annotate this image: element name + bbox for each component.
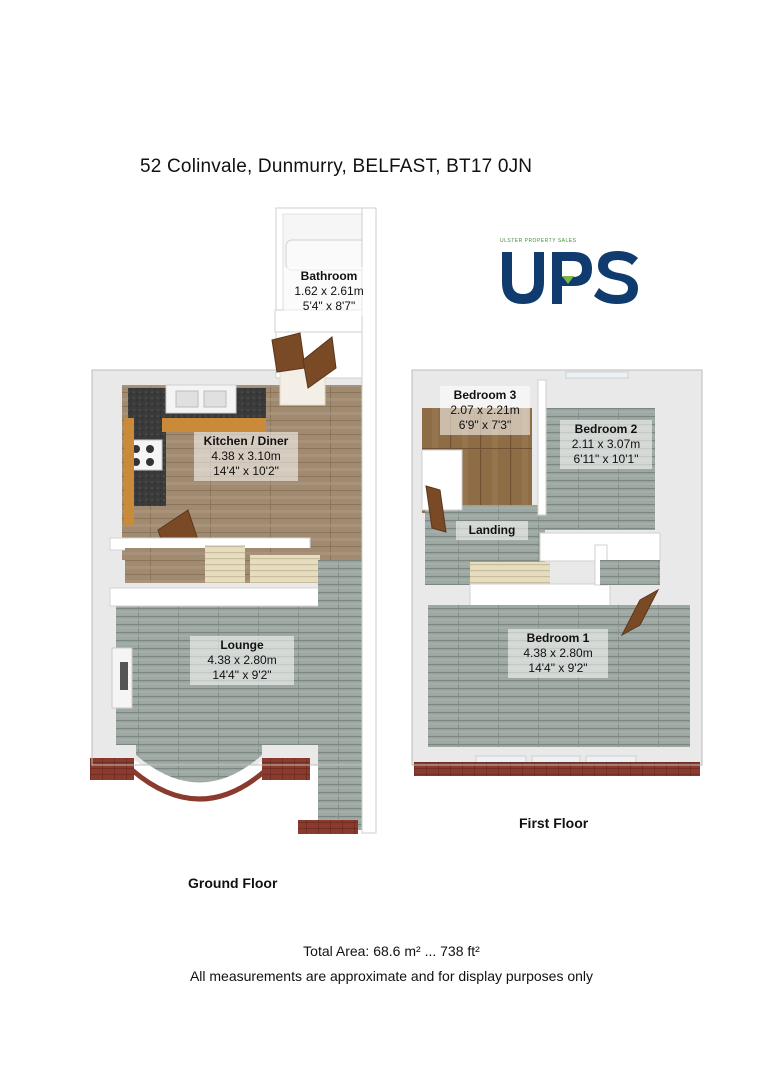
room-metric: 4.38 x 3.10m <box>211 449 281 463</box>
property-address: 52 Colinvale, Dunmurry, BELFAST, BT17 0J… <box>140 156 533 177</box>
room-name: Bedroom 3 <box>453 388 517 402</box>
room-label-kitchen-diner: Kitchen / Diner 4.38 x 3.10m 14'4" x 10'… <box>194 432 298 481</box>
disclaimer: All measurements are approximate and for… <box>189 968 594 984</box>
ups-logo: ULSTER PROPERTY SALES <box>498 238 644 310</box>
room-label-bedroom-1: Bedroom 1 4.38 x 2.80m 14'4" x 9'2" <box>508 629 608 678</box>
room-metric: 4.38 x 2.80m <box>523 646 593 660</box>
room-name: Landing <box>468 523 516 537</box>
room-metric: 1.62 x 2.61m <box>294 284 364 298</box>
room-label-bedroom-2: Bedroom 2 2.11 x 3.07m 6'11" x 10'1" <box>560 420 652 469</box>
room-imperial: 14'4" x 10'2" <box>213 464 279 478</box>
first-floor-plan <box>411 369 703 776</box>
room-metric: 4.38 x 2.80m <box>207 653 277 667</box>
room-imperial: 14'4" x 9'2" <box>528 661 588 675</box>
room-imperial: 6'9" x 7'3" <box>458 418 512 432</box>
logo-tagline: ULSTER PROPERTY SALES <box>500 238 577 244</box>
room-name: Lounge <box>220 638 264 652</box>
room-name: Kitchen / Diner <box>203 434 289 448</box>
total-area: Total Area: 68.6 m² ... 738 ft² <box>303 943 480 959</box>
room-label-landing: Landing <box>456 521 528 540</box>
ups-logo-mark <box>502 251 638 304</box>
room-imperial: 5'4" x 8'7" <box>302 299 356 313</box>
room-name: Bedroom 1 <box>526 631 590 645</box>
room-label-bedroom-3: Bedroom 3 2.07 x 2.21m 6'9" x 7'3" <box>440 386 530 435</box>
first-floor-label: First Floor <box>519 815 589 831</box>
room-imperial: 6'11" x 10'1" <box>573 452 639 466</box>
ground-floor-plan <box>90 207 377 834</box>
room-name: Bedroom 2 <box>574 422 638 436</box>
room-metric: 2.07 x 2.21m <box>450 403 520 417</box>
room-metric: 2.11 x 3.07m <box>571 437 641 451</box>
room-label-lounge: Lounge 4.38 x 2.80m 14'4" x 9'2" <box>190 636 294 685</box>
ground-floor-label: Ground Floor <box>188 875 278 891</box>
room-name: Bathroom <box>300 269 358 283</box>
room-label-bathroom: Bathroom 1.62 x 2.61m 5'4" x 8'7" <box>284 267 374 316</box>
room-imperial: 14'4" x 9'2" <box>212 668 272 682</box>
